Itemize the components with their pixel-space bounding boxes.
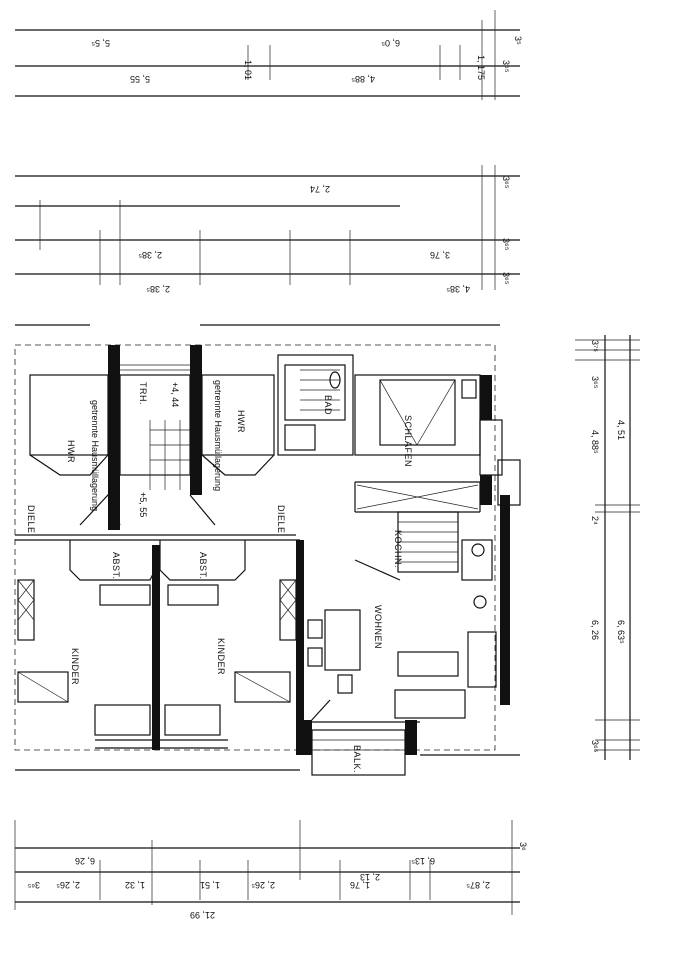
dim-top-3c: 3⁶⁵ xyxy=(501,238,511,251)
top-dimension-lines xyxy=(15,10,520,290)
dim-right-c: 4, 88⁵ xyxy=(590,430,600,454)
dim-bottom-1b: 2, 13 xyxy=(360,872,380,882)
dim-top-3a: 2, 38⁵ xyxy=(138,250,162,260)
room-kinder-left: KINDER xyxy=(70,648,80,685)
room-abst-left: ABST. xyxy=(111,552,121,580)
room-kinder-right: KINDER xyxy=(216,638,226,675)
room-trh: TRH. xyxy=(138,382,148,405)
dim-top-2e: 3⁶⁵ xyxy=(501,60,511,73)
top-dimension-texts: 5, 5⁵ 6, 0⁵ 3⁵ 5, 55 4, 88⁵ 1, 01 1, 175… xyxy=(91,36,523,294)
dim-bottom-1a: 6, 26 xyxy=(75,856,95,866)
room-balk: BALK. xyxy=(352,745,362,773)
room-diele-center: DIELE xyxy=(276,505,286,534)
dim-right-f: 6, 26 xyxy=(590,620,600,640)
dim-top-2b: 4, 88⁵ xyxy=(351,74,375,84)
dim-right-d: 4, 51 xyxy=(616,420,626,440)
dim-right-a: 3⁶⁵ xyxy=(590,376,600,389)
dim-top-1b: 6, 0⁵ xyxy=(381,38,400,48)
dim-right-g: 6, 63⁵ xyxy=(616,620,626,644)
dim-top-4c: 3⁶⁵ xyxy=(501,272,511,285)
dim-bottom-2f: 1, 76 xyxy=(350,880,370,890)
dim-bottom-1c: 6, 13⁵ xyxy=(411,856,435,866)
bottom-dimension-texts: 6, 26 2, 13 6, 13⁵ 3⁶ 3⁶⁵ 2, 26⁵ 1, 32 1… xyxy=(27,842,528,920)
right-dimension-texts: 3⁶⁵ 3⁷⁵ 4, 88⁵ 4, 51 2⁴ 6, 26 6, 63⁵ 3⁶⁵ xyxy=(590,340,626,753)
room-hwr: HWR xyxy=(66,440,76,463)
room-diele-left: DIELE xyxy=(26,505,36,534)
dim-bottom-2e: 2, 26⁵ xyxy=(251,880,275,890)
dim-bottom-1d: 3⁶ xyxy=(518,842,528,851)
room-schlafen: SCHLAFEN xyxy=(403,415,413,467)
dim-bottom-2a: 3⁶⁵ xyxy=(27,880,40,890)
room-hwr-right: HWR xyxy=(236,410,246,433)
dim-right-b: 3⁷⁵ xyxy=(590,340,600,352)
dim-top-1a: 5, 5⁵ xyxy=(91,38,110,48)
room-abst-right: ABST. xyxy=(198,552,208,580)
dim-top-2c: 1, 01 xyxy=(243,60,253,80)
dim-top-4a: 2, 38⁵ xyxy=(146,284,170,294)
dim-top-1c: 3⁵ xyxy=(513,36,523,45)
dim-right-h: 3⁶⁵ xyxy=(590,740,600,753)
dim-top-5a: 2, 74 xyxy=(310,184,330,194)
room-labels: DIELE DIELE HWR getrennte Hausmüllagerun… xyxy=(26,380,413,773)
room-bad: BAD xyxy=(323,395,333,415)
dim-top-4b: 4, 38⁵ xyxy=(446,284,470,294)
dim-top-5b: 3⁶⁵ xyxy=(501,176,511,189)
room-kochn: KOCHN. xyxy=(393,530,403,568)
dim-bottom-3a: 21, 99 xyxy=(190,910,215,920)
dim-top-2d: 1, 175 xyxy=(476,55,486,80)
trh-level: +4, 44 xyxy=(170,382,180,407)
room-wohnen: WOHNEN xyxy=(373,605,383,649)
dim-right-e: 2⁴ xyxy=(590,516,600,525)
dim-top-2a: 5, 55 xyxy=(130,74,150,84)
dim-bottom-2g: 2, 87⁵ xyxy=(466,880,490,890)
dim-bottom-2d: 1, 51 xyxy=(200,880,220,890)
stair-level: +5, 55 xyxy=(138,492,148,517)
bottom-dimension-lines xyxy=(14,820,520,915)
right-dimension-lines xyxy=(575,335,640,760)
room-hwr-note: getrennte Hausmüllagerung xyxy=(90,400,100,511)
dim-bottom-2c: 1, 32 xyxy=(125,880,145,890)
dim-top-3b: 3, 76 xyxy=(430,250,450,260)
room-hwr-right-note: getrennte Hausmüllagerung xyxy=(213,380,223,491)
floor-plan xyxy=(14,324,521,776)
dim-bottom-2b: 2, 26⁵ xyxy=(56,880,80,890)
